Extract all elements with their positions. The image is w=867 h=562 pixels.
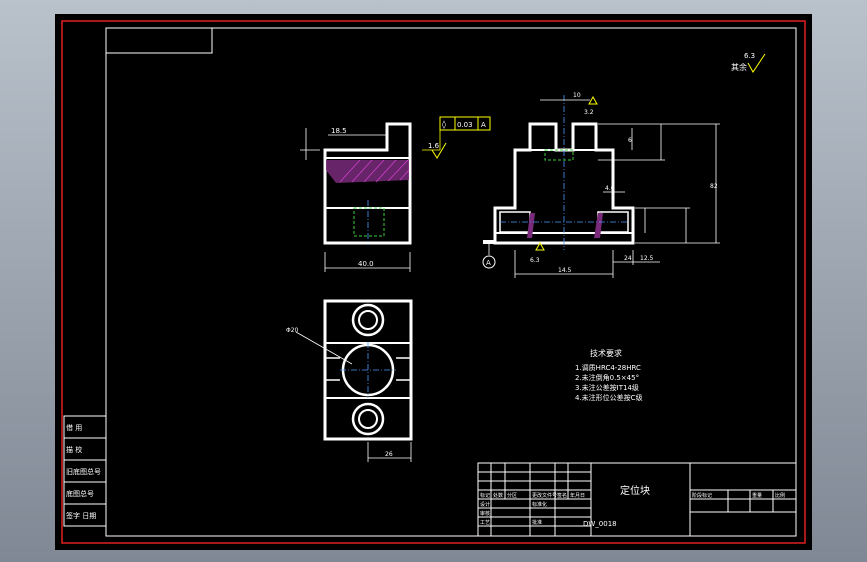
roughness-value: 6.3 [744,52,755,60]
roughness-label: 其余 [731,62,747,72]
left-table-row: 底图总号 [66,489,94,498]
side-bottom-a: 24 [624,255,632,262]
front-roughness: 1.6 [428,142,440,150]
part-name: 定位块 [620,484,650,497]
top-view [295,299,413,462]
side-roughness-bottom: 6.3 [530,257,540,264]
flatness-symbol-icon: ◊ [442,120,446,129]
title-cell: 工艺 [480,520,490,526]
side-width-a: 4.0 [605,185,615,192]
title-cell: 年月日 [570,492,585,499]
side-bottom-b: 12.5 [640,255,654,262]
top-view-hole: Φ20 [286,327,299,334]
title-cell: 更改文件号 [532,492,557,499]
title-cell: 阶段标记 [692,492,712,499]
code-box [105,27,213,54]
side-view [482,95,720,278]
sheet-border [61,20,806,544]
front-view [300,122,412,272]
tech-requirement-item: 2.未注倒角0.5×45° [575,373,639,382]
tech-requirement-item: 4.未注形位公差按C级 [575,393,643,402]
side-roughness: 3.2 [584,109,594,116]
side-overall: 82 [710,183,718,190]
title-cell: 分区 [507,492,517,499]
title-cell: 签名 [557,492,567,499]
top-view-bottom: 26 [385,451,393,458]
flatness-frame [422,116,491,151]
title-cell: 比例 [775,492,785,499]
title-cell: 审核 [480,510,490,517]
side-top-tol: 10 [573,92,581,99]
left-table [63,415,107,527]
tech-requirements: 技术要求 1.调质HRC4-28HRC 2.未注倒角0.5×45° 3.未注公差… [575,348,643,402]
title-block [477,462,797,537]
drawing-number: DW_0018 [583,520,617,528]
title-cell: 标准化 [532,501,547,508]
dim-front-top: 18.5 [331,127,347,135]
side-dim-6: 6 [628,137,632,144]
left-table-row: 签字 日期 [66,511,96,520]
left-table-row: 借 用 [66,423,82,432]
title-cell: 设计 [480,501,490,508]
title-cell: 处数 [493,492,503,499]
left-table-row: 旧底图总号 [66,467,101,476]
tech-requirements-title: 技术要求 [590,348,622,358]
dim-front-bottom: 40.0 [358,260,374,268]
front-roughness-icon [431,142,447,159]
tech-requirement-item: 1.调质HRC4-28HRC [575,363,641,372]
drawing-sheet [55,14,812,550]
title-cell: 批准 [532,519,542,526]
roughness-symbol-icon [747,53,766,73]
flatness-value: 0.03 [457,121,473,129]
left-table-row: 描 校 [66,445,82,454]
datum-a-label: A [486,259,491,267]
tech-requirement-item: 3.未注公差按IT14级 [575,383,639,392]
flatness-datum: A [481,121,486,129]
title-cell: 标记 [480,492,490,499]
frame-border [105,27,797,537]
side-width-b: 14.5 [558,267,572,274]
title-cell: 重量 [752,492,762,499]
